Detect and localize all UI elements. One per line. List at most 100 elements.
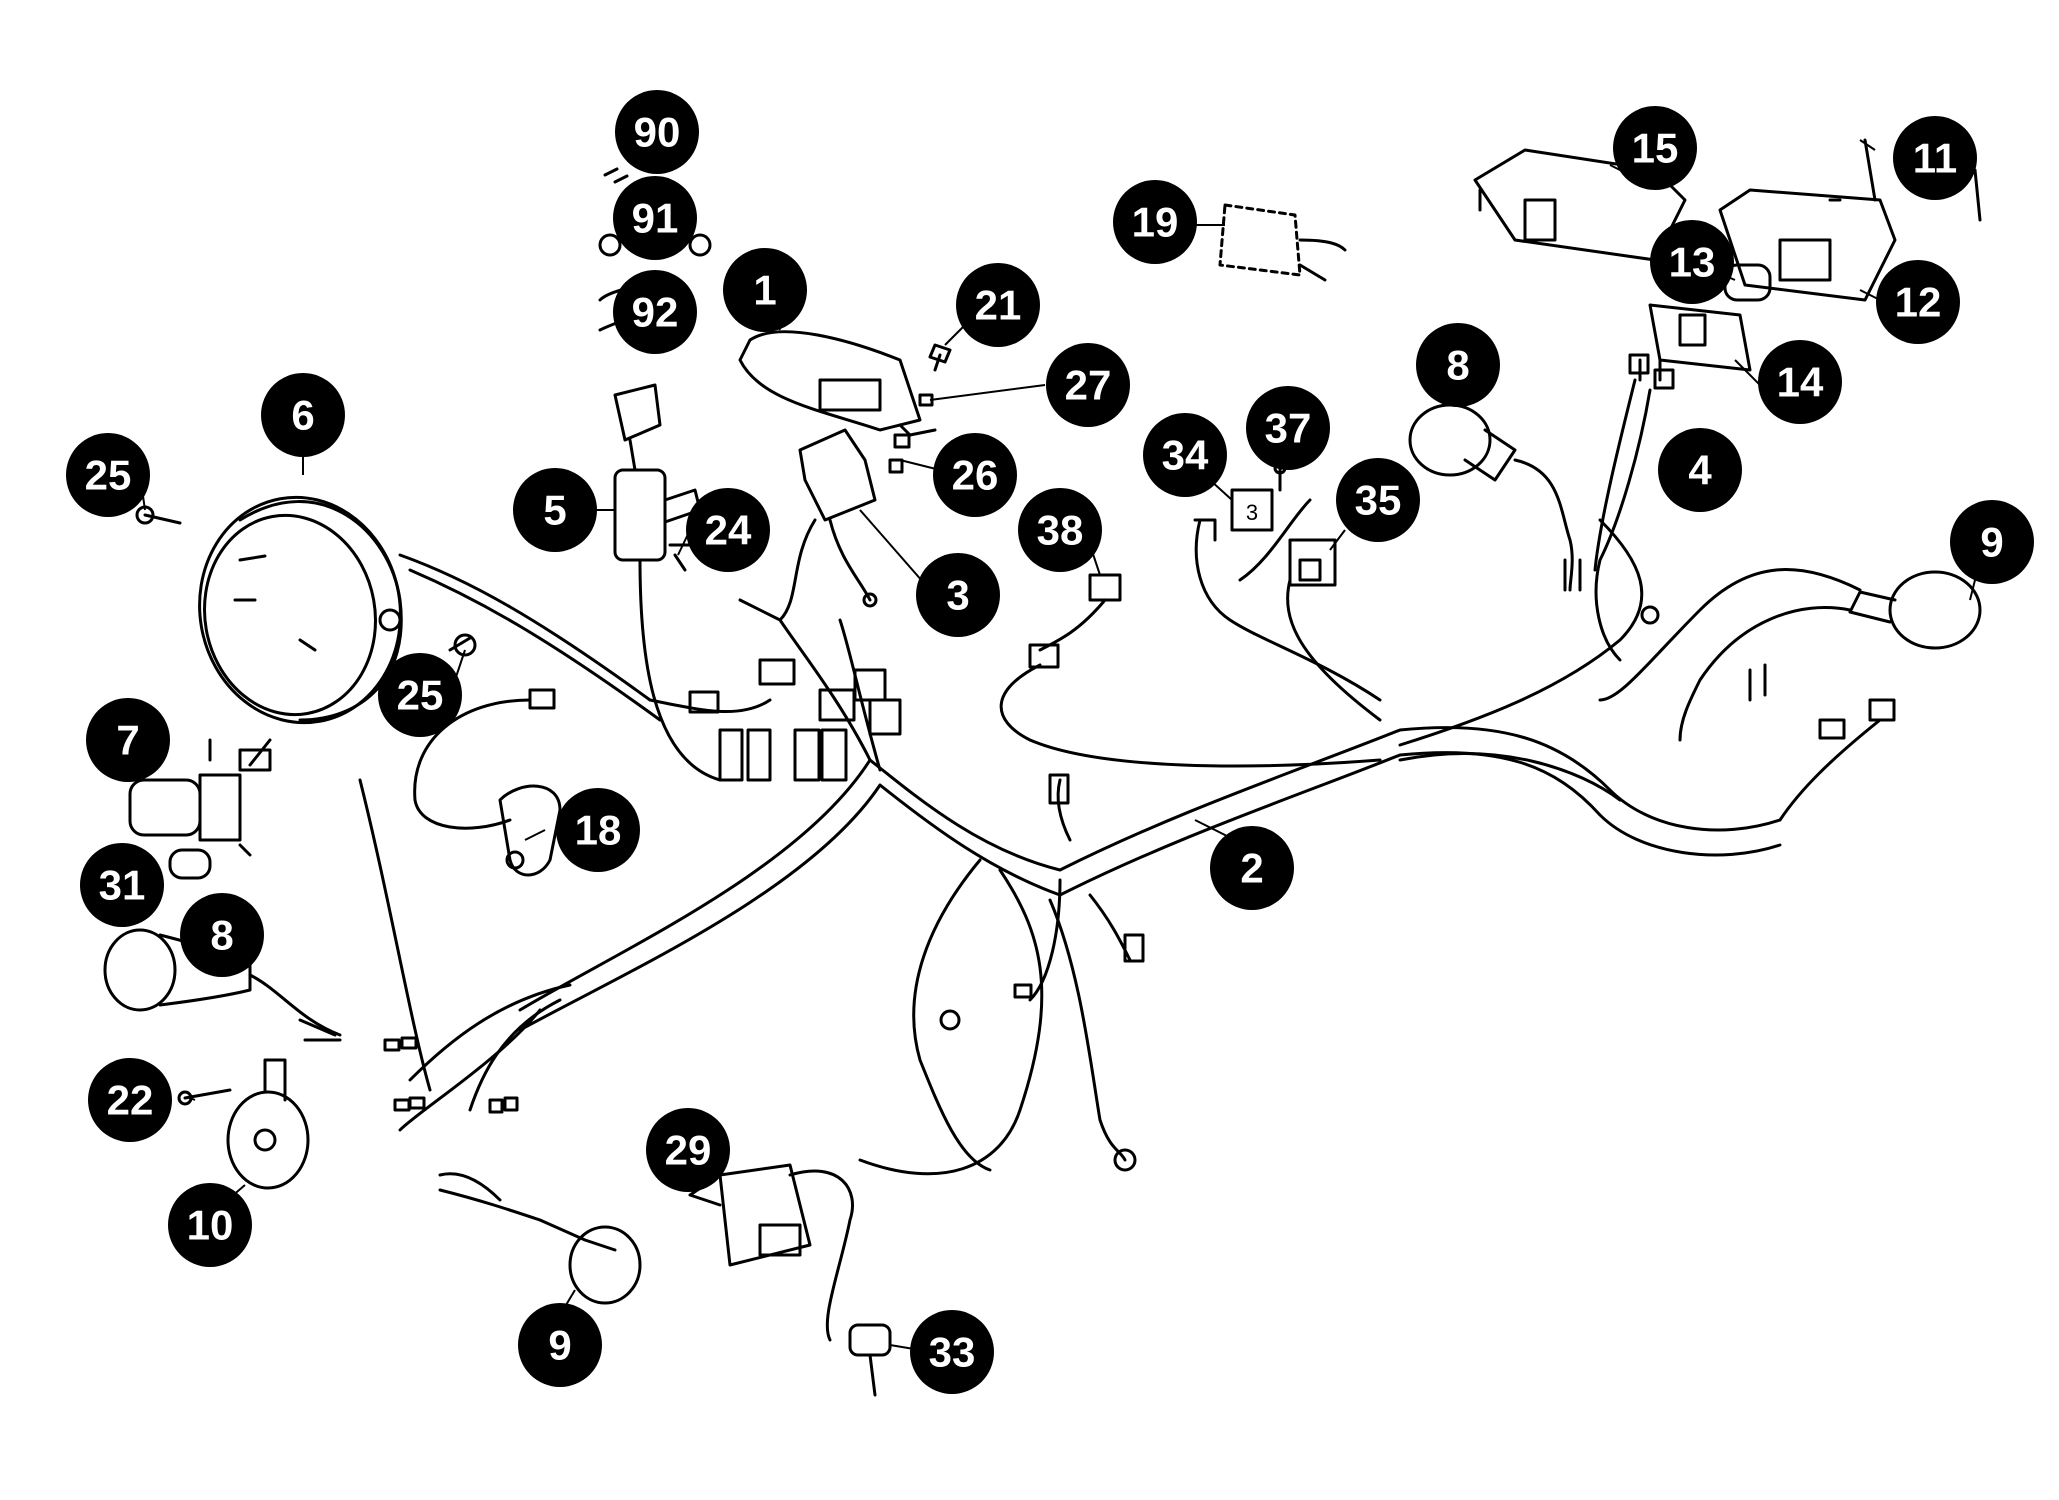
ignition-switch bbox=[613, 383, 702, 562]
svg-text:10: 10 bbox=[187, 1202, 234, 1249]
svg-text:26: 26 bbox=[952, 452, 999, 499]
callout-19: 19 bbox=[1113, 180, 1197, 264]
svg-text:8: 8 bbox=[1446, 342, 1469, 389]
neutral-switch bbox=[498, 784, 562, 877]
callout-4: 4 bbox=[1658, 428, 1742, 512]
callout-15: 15 bbox=[1613, 106, 1697, 190]
svg-text:5: 5 bbox=[543, 487, 566, 534]
decal-plate bbox=[1218, 203, 1347, 282]
callout-21: 21 bbox=[956, 263, 1040, 347]
callout-9-rear: 9 bbox=[1950, 500, 2034, 584]
svg-text:7: 7 bbox=[116, 717, 139, 764]
indicator-rear-left bbox=[1408, 403, 1582, 592]
callout-5: 5 bbox=[513, 468, 597, 552]
callout-8-left: 8 bbox=[180, 893, 264, 977]
callout-31: 31 bbox=[80, 843, 164, 927]
svg-text:13: 13 bbox=[1669, 239, 1716, 286]
callout-9-front: 9 bbox=[518, 1303, 602, 1387]
callout-24: 24 bbox=[686, 488, 770, 572]
svg-text:9: 9 bbox=[548, 1322, 571, 1369]
svg-text:27: 27 bbox=[1065, 362, 1112, 409]
callout-91: 91 bbox=[613, 176, 697, 260]
callout-38: 38 bbox=[1018, 488, 1102, 572]
taillight-lens bbox=[1473, 148, 1687, 262]
svg-text:24: 24 bbox=[705, 507, 752, 554]
svg-text:15: 15 bbox=[1632, 125, 1679, 172]
connector-38 bbox=[999, 573, 1382, 768]
svg-text:34: 34 bbox=[1162, 432, 1209, 479]
svg-text:91: 91 bbox=[632, 195, 679, 242]
svg-text:25: 25 bbox=[397, 672, 444, 719]
leader-lines bbox=[139, 139, 1976, 1351]
svg-text:21: 21 bbox=[975, 282, 1022, 329]
indicator-front-right bbox=[438, 1172, 642, 1305]
callout-14: 14 bbox=[1758, 340, 1842, 424]
callout-12: 12 bbox=[1876, 260, 1960, 344]
callout-33: 33 bbox=[910, 1310, 994, 1394]
svg-text:37: 37 bbox=[1265, 405, 1312, 452]
svg-text:11: 11 bbox=[1913, 135, 1957, 182]
instrument-housing bbox=[738, 330, 937, 437]
svg-text:33: 33 bbox=[929, 1329, 976, 1376]
callout-10: 10 bbox=[168, 1183, 252, 1267]
svg-text:9: 9 bbox=[1980, 519, 2003, 566]
ignition-coil bbox=[688, 1163, 854, 1342]
callout-37: 37 bbox=[1246, 386, 1330, 470]
svg-text:6: 6 bbox=[291, 392, 314, 439]
svg-text:8: 8 bbox=[210, 912, 233, 959]
svg-text:3: 3 bbox=[946, 572, 969, 619]
svg-text:25: 25 bbox=[85, 452, 132, 499]
fasteners bbox=[135, 343, 952, 657]
callout-26: 26 bbox=[933, 433, 1017, 517]
svg-text:2: 2 bbox=[1240, 845, 1263, 892]
callout-22: 22 bbox=[88, 1058, 172, 1142]
svg-text:14: 14 bbox=[1777, 359, 1824, 406]
relay-cluster bbox=[1193, 461, 1382, 722]
callout-7: 7 bbox=[86, 698, 170, 782]
headlight-assembly bbox=[198, 495, 403, 725]
callout-92: 92 bbox=[613, 270, 697, 354]
callout-29: 29 bbox=[646, 1108, 730, 1192]
svg-text:12: 12 bbox=[1895, 279, 1942, 326]
headlight-bulb bbox=[128, 738, 272, 857]
svg-text:38: 38 bbox=[1037, 507, 1084, 554]
switch-block bbox=[738, 428, 878, 622]
callout-90: 90 bbox=[615, 90, 699, 174]
callout-8-rear: 8 bbox=[1416, 323, 1500, 407]
callout-25-mid: 25 bbox=[378, 653, 462, 737]
spark-plug-cap bbox=[848, 1323, 892, 1397]
pilot-bulb bbox=[168, 848, 212, 880]
mounting-bolts bbox=[1828, 138, 1982, 222]
svg-text:22: 22 bbox=[107, 1077, 154, 1124]
svg-text:35: 35 bbox=[1355, 477, 1402, 524]
callout-13: 13 bbox=[1650, 220, 1734, 304]
callouts: 90 91 92 1 21 27 26 3 bbox=[66, 90, 2034, 1394]
taillight-body bbox=[1718, 188, 1897, 302]
callout-27: 27 bbox=[1046, 343, 1130, 427]
indicator-rear-right bbox=[1598, 568, 1982, 822]
indicator-front-left bbox=[103, 928, 342, 1042]
callout-2: 2 bbox=[1210, 826, 1294, 910]
callout-6: 6 bbox=[261, 373, 345, 457]
svg-text:18: 18 bbox=[575, 807, 622, 854]
relay-marking: 3 bbox=[1246, 500, 1258, 525]
callout-25-top: 25 bbox=[66, 433, 150, 517]
svg-text:19: 19 bbox=[1132, 199, 1179, 246]
svg-text:4: 4 bbox=[1688, 447, 1712, 494]
left-harness bbox=[398, 553, 902, 830]
svg-text:92: 92 bbox=[632, 289, 679, 336]
svg-text:29: 29 bbox=[665, 1127, 712, 1174]
callout-1: 1 bbox=[723, 248, 807, 332]
horn bbox=[177, 1058, 310, 1190]
svg-text:1: 1 bbox=[753, 267, 776, 314]
callout-34: 34 bbox=[1143, 413, 1227, 497]
callout-35: 35 bbox=[1336, 458, 1420, 542]
main-harness bbox=[358, 518, 1782, 1176]
callout-11: 11 bbox=[1893, 116, 1977, 200]
svg-text:90: 90 bbox=[634, 109, 681, 156]
taillight-base bbox=[1593, 303, 1752, 662]
svg-text:31: 31 bbox=[99, 862, 146, 909]
callout-18: 18 bbox=[556, 788, 640, 872]
